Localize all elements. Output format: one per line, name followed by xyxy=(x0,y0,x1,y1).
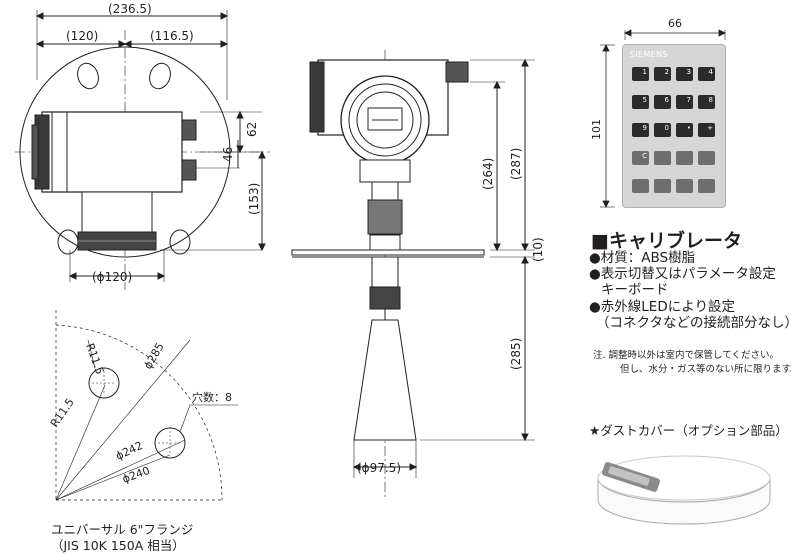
keypad-key[interactable]: 5 xyxy=(632,95,649,109)
dim-phi120: (ϕ120) xyxy=(92,270,132,284)
keypad-key[interactable] xyxy=(698,179,715,193)
dim-10: (10) xyxy=(531,237,545,262)
keypad-key[interactable] xyxy=(698,151,715,165)
calibrator-item-2: ●表示切替又はパラメータ設定 xyxy=(589,266,776,282)
dim-264: (264) xyxy=(481,158,495,190)
keypad-key[interactable]: 1 xyxy=(632,67,649,81)
dim-285: (285) xyxy=(509,338,523,370)
flange-caption-2: （JIS 10K 150A 相当） xyxy=(51,538,185,553)
dim-153: (153) xyxy=(247,183,261,215)
calibrator-dims xyxy=(600,29,726,208)
dim-287: (287) xyxy=(509,148,523,180)
note-line-2: 但し、水分・ガス等のない所に限ります。 xyxy=(620,364,791,375)
keypad-key[interactable]: 6 xyxy=(654,95,671,109)
keypad-key[interactable]: • xyxy=(676,123,693,137)
keypad-key[interactable]: 4 xyxy=(698,67,715,81)
keypad-key[interactable]: + xyxy=(698,123,715,137)
option-label: ★ダストカバー（オプション部品） xyxy=(589,423,788,438)
dim-total: (236.5) xyxy=(108,2,152,16)
dim-phi975: (ϕ97.5) xyxy=(357,461,401,475)
dim-46: 46 xyxy=(221,147,235,162)
keypad-key[interactable]: 9 xyxy=(632,123,649,137)
flange-phi240: ϕ240 xyxy=(121,464,152,486)
keypad-key[interactable] xyxy=(654,179,671,193)
calibrator-width: 66 xyxy=(668,17,682,30)
keypad-key[interactable]: C xyxy=(632,151,649,165)
flange-r-label-1: R11.5 xyxy=(83,342,106,377)
flange-drawing xyxy=(55,310,238,501)
keypad-key[interactable] xyxy=(654,151,671,165)
keypad-key[interactable]: 2 xyxy=(654,67,671,81)
keypad-key[interactable] xyxy=(676,151,693,165)
calibrator-item-5: （コネクタなどの接続部分なし） xyxy=(596,315,791,331)
keypad-key[interactable]: 0 xyxy=(654,123,671,137)
dim-right: (116.5) xyxy=(150,29,194,43)
keypad-key[interactable] xyxy=(676,179,693,193)
note-line-1: 注. 調整時以外は室内で保管してください。 xyxy=(593,350,779,361)
calibrator-height: 101 xyxy=(590,119,603,140)
keypad-key[interactable]: 3 xyxy=(676,67,693,81)
flange-caption-1: ユニバーサル 6"フランジ xyxy=(51,522,194,537)
top-view-drawing xyxy=(15,10,270,290)
side-view-drawing xyxy=(291,50,535,500)
calibrator-item-4: ●赤外線LEDにより設定 xyxy=(589,299,735,315)
flange-r-label-2: R11.5 xyxy=(48,396,77,430)
dim-left: (120) xyxy=(66,29,98,43)
brand-label: SIEMENS xyxy=(630,50,668,59)
flange-phi285: ϕ285 xyxy=(141,341,166,372)
dim-62: 62 xyxy=(245,122,259,137)
calibrator-item-1: ●材質：ABS樹脂 xyxy=(589,250,696,266)
dust-cover-image xyxy=(597,455,771,525)
calibrator-item-3: キーボード xyxy=(601,282,669,298)
keypad-key[interactable]: 7 xyxy=(676,95,693,109)
flange-holes: 穴数：8 xyxy=(192,390,232,404)
keypad-key[interactable] xyxy=(632,179,649,193)
calibrator-title: ■キャリブレータ xyxy=(591,230,742,252)
flange-phi242: ϕ242 xyxy=(114,439,145,463)
keypad-key[interactable]: 8 xyxy=(698,95,715,109)
